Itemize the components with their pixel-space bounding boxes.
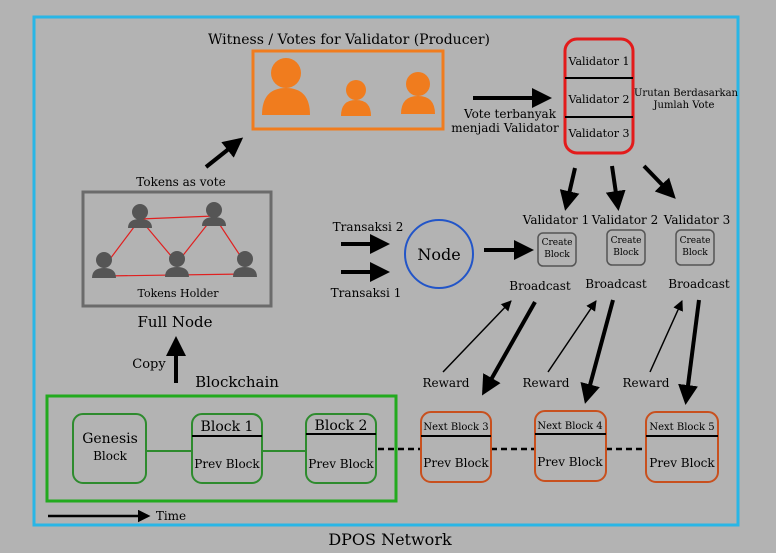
validator-list-item: Validator 1 xyxy=(568,55,630,68)
transaction-label: Transaksi 1 xyxy=(331,286,402,300)
reward-label: Reward xyxy=(523,376,570,390)
dpos-network-border xyxy=(32,15,740,527)
broadcast-label: Broadcast xyxy=(668,277,730,291)
create-block-line1: Create xyxy=(680,236,711,246)
chain-block xyxy=(305,413,377,484)
tokens-holder-label: Tokens Holder xyxy=(137,287,219,300)
broadcast-arrow xyxy=(580,299,615,404)
reward-arrow xyxy=(547,300,597,373)
sort-note-line1: Urutan Berdasarkan xyxy=(634,88,739,99)
next-block-sub: Prev Block xyxy=(423,456,489,470)
blockchain-box xyxy=(45,394,398,503)
chain-block-sub: Prev Block xyxy=(194,457,260,471)
next-block-sub: Prev Block xyxy=(649,456,715,470)
next-block-sub: Prev Block xyxy=(537,455,603,469)
witness-box xyxy=(251,49,445,131)
voter-person-icon-large xyxy=(262,58,310,115)
reward-label: Reward xyxy=(423,376,470,390)
validator-name: Validator 3 xyxy=(663,213,730,227)
next-block xyxy=(534,410,607,482)
validator-list xyxy=(563,37,635,155)
broadcast-label: Broadcast xyxy=(585,277,647,291)
create-block-line2: Block xyxy=(682,248,708,258)
validator-name: Validator 2 xyxy=(591,213,658,227)
assign-arrow xyxy=(605,165,626,211)
tokens-to-witness-arrow xyxy=(204,137,244,169)
full-node-box xyxy=(81,190,273,308)
next-block xyxy=(645,411,719,483)
validator-list-item: Validator 2 xyxy=(568,93,630,106)
create-block-line1: Create xyxy=(611,236,642,246)
validator-list-item: Validator 3 xyxy=(568,127,630,140)
next-block-title: Next Block 3 xyxy=(423,422,488,433)
create-block-box xyxy=(537,232,577,267)
blockchain-label: Blockchain xyxy=(195,373,279,391)
token-holder-person-icon xyxy=(202,202,226,226)
broadcast-label: Broadcast xyxy=(509,279,571,293)
node-circle xyxy=(404,219,474,289)
full-node-label: Full Node xyxy=(137,313,212,331)
voter-person-icon-medium xyxy=(401,72,435,114)
token-holder-person-icon xyxy=(233,251,257,277)
create-block-line1: Create xyxy=(542,238,573,248)
chain-block-title: Block 2 xyxy=(315,418,368,434)
tokens-as-vote-label: Tokens as vote xyxy=(136,175,225,189)
create-block-box xyxy=(675,229,715,266)
node-label: Node xyxy=(417,245,460,264)
next-block-title: Next Block 4 xyxy=(537,421,602,432)
token-holder-person-icon xyxy=(92,252,116,278)
create-block-box xyxy=(606,229,646,266)
token-holder-person-icon xyxy=(165,251,189,277)
sort-note-line2: Jumlah Vote xyxy=(653,100,715,111)
reward-label: Reward xyxy=(623,376,670,390)
broadcast-arrow xyxy=(482,301,537,396)
witness-title: Witness / Votes for Validator (Producer) xyxy=(208,32,490,48)
chain-block-title: Block 1 xyxy=(201,419,254,435)
chain-block-title: Genesis xyxy=(82,431,138,447)
vote-note-line1: Vote terbanyak xyxy=(463,107,557,121)
network-label: DPOS Network xyxy=(328,530,452,549)
next-block xyxy=(420,411,492,483)
assign-arrow xyxy=(559,167,580,211)
reward-arrow xyxy=(649,300,683,373)
chain-block xyxy=(191,413,263,484)
reward-arrow xyxy=(442,300,512,373)
assign-arrow xyxy=(642,164,676,199)
vote-note-line2: menjadi Validator xyxy=(451,121,559,135)
chain-block-sub: Block xyxy=(93,449,128,463)
create-block-line2: Block xyxy=(613,248,639,258)
chain-block-sub: Prev Block xyxy=(308,457,374,471)
broadcast-arrow xyxy=(678,299,701,405)
transaction-label: Transaksi 2 xyxy=(333,220,404,234)
chain-block xyxy=(72,413,147,484)
time-label: Time xyxy=(156,509,186,523)
create-block-line2: Block xyxy=(544,250,570,260)
voter-person-icon-small xyxy=(341,80,371,116)
token-holder-person-icon xyxy=(128,204,152,228)
next-block-title: Next Block 5 xyxy=(649,422,714,433)
copy-label: Copy xyxy=(132,357,166,372)
validator-name: Validator 1 xyxy=(522,213,589,227)
